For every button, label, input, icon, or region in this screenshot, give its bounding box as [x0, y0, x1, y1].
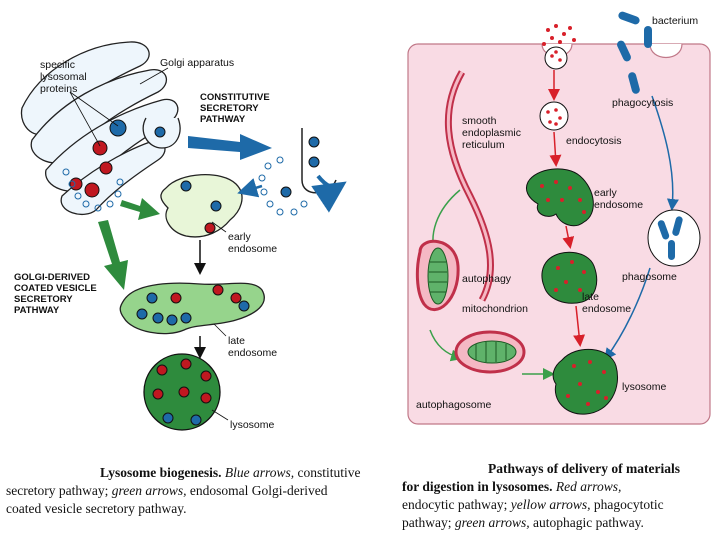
caption-left: Lysosome biogenesis. Blue arrows, consti… — [6, 464, 368, 530]
label-secretory-2: SECRETORY — [14, 294, 73, 305]
vesicle-protein — [154, 126, 166, 138]
caption-left-line3: coated vesicle secretory pathway. — [6, 501, 187, 516]
golgi-derived-arrow — [98, 220, 128, 290]
label-golgi-derived: GOLGI-DERIVED — [14, 272, 90, 283]
late-endosome-proteins — [136, 284, 250, 326]
caption-right-green: green arrows, — [454, 515, 530, 530]
lysosome-right — [552, 348, 618, 415]
label-constitutive: CONSTITUTIVE — [200, 92, 270, 103]
label-endoplasmic: endoplasmic — [462, 127, 521, 139]
caption-right: Pathways of delivery of materials for di… — [402, 460, 718, 532]
caption-right-title2: for digestion in lysosomes. — [402, 479, 553, 494]
label-autophagy: autophagy — [462, 273, 512, 285]
lysosome-proteins — [152, 358, 212, 426]
label-mitochondrion: mitochondrion — [462, 303, 528, 315]
label-phagocytosis: phagocytosis — [612, 97, 673, 109]
label-phagosome: phagosome — [622, 271, 677, 283]
endocytic-vesicle — [539, 101, 569, 131]
caption-left-green: green arrows, — [111, 483, 187, 498]
label-late-right: late — [582, 291, 599, 303]
label-late-endosome-right: endosome — [582, 303, 631, 315]
extracellular-material — [542, 24, 576, 46]
label-autophagosome: autophagosome — [416, 399, 491, 411]
caption-right-title1: Pathways of delivery of materials — [488, 461, 680, 476]
mitochondrion-icon — [415, 239, 460, 311]
caption-left-line2-rest: endosomal Golgi-derived — [189, 483, 328, 498]
label-pathway: PATHWAY — [200, 114, 246, 125]
early-endosome-right — [525, 168, 594, 227]
caption-right-yellow: yellow arrows, — [510, 497, 591, 512]
label-proteins: proteins — [40, 83, 77, 95]
label-golgi-apparatus: Golgi apparatus — [160, 57, 234, 69]
constitutive-arrow — [188, 134, 272, 160]
label-lysosomal: lysosomal — [40, 71, 87, 83]
endocytic-pit — [544, 46, 568, 70]
caption-left-blue: Blue arrows, — [224, 465, 295, 480]
label-bacterium: bacterium — [652, 15, 698, 27]
autophagosome-icon — [454, 330, 526, 374]
label-late-endosome: endosome — [228, 347, 277, 359]
label-reticulum: reticulum — [462, 139, 505, 151]
endocytic-coated-vesicle — [258, 156, 308, 216]
label-pathway-2: PATHWAY — [14, 305, 60, 316]
label-early-endosome-right: endosome — [594, 199, 643, 211]
bacterium-icon — [617, 11, 652, 94]
green-arrow-to-early-endosome — [120, 198, 160, 220]
label-endocytosis: endocytosis — [566, 135, 621, 147]
label-smooth: smooth — [462, 115, 497, 127]
caption-left-line1-rest: constitutive — [297, 465, 361, 480]
caption-right-red: Red arrows, — [555, 479, 622, 494]
caption-right-line2b: phagocytotic — [593, 497, 664, 512]
label-secretory: SECRETORY — [200, 103, 259, 114]
label-specific: specific — [40, 59, 75, 71]
caption-right-line2: endocytic pathway; — [402, 497, 508, 512]
label-early-endosome: endosome — [228, 243, 277, 255]
caption-right-line3a: pathway; — [402, 515, 452, 530]
label-lysosome-left: lysosome — [230, 419, 275, 431]
label-coated-vesicle: COATED VESICLE — [14, 283, 97, 294]
coated-vesicle — [62, 168, 124, 212]
label-early-right: early — [594, 187, 618, 199]
label-late: late — [228, 335, 245, 347]
caption-right-line3b: autophagic pathway. — [533, 515, 644, 530]
caption-left-line2-start: secretory pathway; — [6, 483, 109, 498]
label-lysosome-right: lysosome — [622, 381, 667, 393]
caption-left-title: Lysosome biogenesis. — [100, 465, 222, 480]
early-endosome — [160, 174, 243, 238]
label-early: early — [228, 231, 252, 243]
